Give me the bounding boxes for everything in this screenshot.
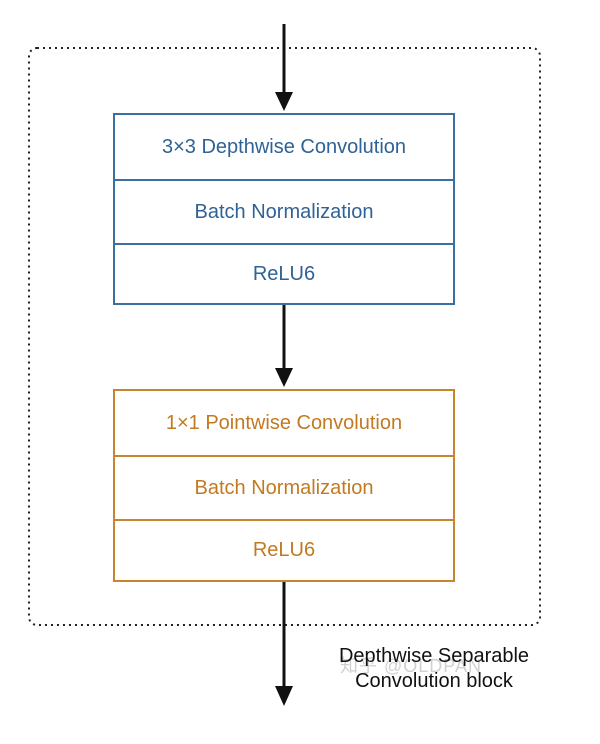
caption-line-2: Convolution block (355, 670, 513, 692)
pointwise-relu6-layer: ReLU6 (115, 519, 453, 580)
output-arrow (275, 582, 293, 706)
pointwise-conv-layer: 1×1 Pointwise Convolution (165, 411, 403, 434)
depthwise-conv-layer: 3×3 Depthwise Convolution (161, 135, 407, 158)
depthwise-relu6-layer: ReLU6 (115, 243, 453, 303)
input-arrow (275, 24, 293, 111)
depthwise-block: 3×3 Depthwise Convolution Batch Normaliz… (113, 113, 455, 305)
pointwise-batchnorm-layer: Batch Normalization (115, 455, 453, 519)
block-caption: Depthwise Separable Convolution block (314, 644, 554, 694)
caption-line-1: Depthwise Separable (338, 645, 530, 667)
middle-arrow (275, 305, 293, 387)
watermark: 知乎 @OLDPAN (340, 656, 482, 676)
pointwise-block: 1×1 Pointwise Convolution Batch Normaliz… (113, 389, 455, 582)
depthwise-batchnorm-layer: Batch Normalization (115, 179, 453, 243)
